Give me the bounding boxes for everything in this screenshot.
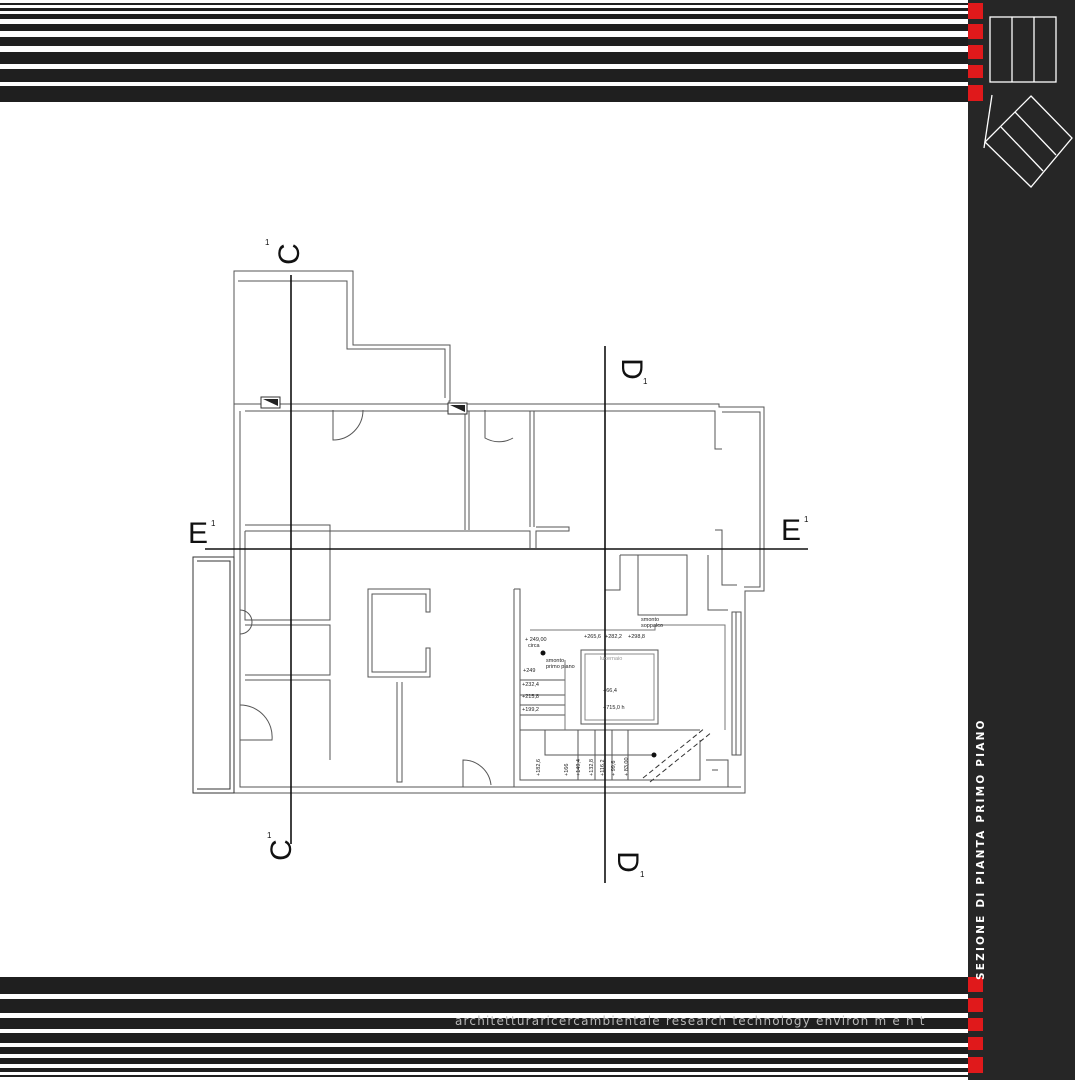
door-swing bbox=[332, 409, 364, 441]
ramp bbox=[642, 727, 713, 783]
red-marker bbox=[968, 65, 983, 78]
section-sup: 1 bbox=[643, 377, 648, 386]
section-label-d-top: D bbox=[615, 358, 648, 380]
section-label-d-bottom: D bbox=[611, 851, 644, 873]
door-swing bbox=[462, 759, 492, 787]
wall-outline bbox=[464, 411, 470, 530]
window bbox=[731, 611, 742, 756]
red-marker bbox=[968, 1018, 983, 1031]
studio-tagline: architetturaricercambientale research te… bbox=[455, 1014, 926, 1028]
wall-outline bbox=[233, 403, 765, 794]
title-block-sidebar bbox=[968, 0, 1075, 1080]
wall-outline bbox=[722, 411, 761, 588]
wall-outline bbox=[330, 526, 570, 548]
wall-outline bbox=[367, 588, 431, 678]
drawing-title: SEZIONE DI PIANTA PRIMO PIANO bbox=[975, 718, 987, 980]
level-note: +298,8 bbox=[628, 634, 645, 640]
door-swing bbox=[484, 410, 514, 443]
level-note: +116,2 bbox=[600, 759, 606, 776]
stair-steps bbox=[520, 729, 700, 780]
section-sup: 1 bbox=[211, 519, 216, 528]
wall-outline bbox=[233, 270, 451, 405]
red-marker bbox=[968, 3, 983, 19]
level-note: smonto bbox=[641, 617, 659, 623]
level-note: smonto bbox=[546, 658, 564, 664]
level-note: + 83,00 bbox=[624, 757, 630, 776]
section-lines bbox=[205, 275, 808, 883]
door-swing bbox=[239, 609, 253, 635]
structural-pillar bbox=[260, 396, 468, 415]
level-note: +199,2 bbox=[522, 707, 539, 713]
level-note: + 99,6 bbox=[611, 761, 617, 776]
red-marker bbox=[968, 24, 983, 39]
wall-outline bbox=[529, 411, 535, 527]
level-note: +132,8 bbox=[589, 759, 595, 776]
wall-outline bbox=[396, 682, 403, 783]
wall-outline bbox=[245, 410, 722, 450]
level-note: + 249,00 bbox=[525, 637, 547, 643]
section-label-e-left: E bbox=[188, 517, 208, 550]
wall-outline bbox=[513, 588, 701, 787]
wall-outline bbox=[715, 529, 737, 586]
level-note: +66,4 bbox=[603, 688, 617, 694]
red-marker bbox=[968, 85, 983, 101]
stair-steps bbox=[530, 624, 726, 730]
door-swing bbox=[239, 704, 273, 741]
red-marker bbox=[968, 977, 983, 992]
section-sup: 1 bbox=[640, 870, 645, 879]
wall-outline bbox=[244, 531, 331, 760]
level-note: soppalco bbox=[641, 623, 663, 629]
section-sup: 1 bbox=[267, 831, 272, 840]
wall-outline bbox=[245, 524, 331, 532]
level-note: +249 bbox=[523, 668, 535, 674]
level-note: +215,8 bbox=[522, 694, 539, 700]
wall-outline bbox=[706, 759, 729, 787]
level-note: lucernaio bbox=[600, 656, 622, 662]
section-sup: 1 bbox=[804, 515, 809, 524]
level-note: +182,6 bbox=[536, 759, 542, 776]
level-note: circa bbox=[528, 643, 541, 649]
level-note: +282,2 bbox=[605, 634, 622, 640]
level-note: +166 bbox=[564, 764, 570, 776]
wall-outline bbox=[707, 555, 728, 611]
three-bars-square-icon bbox=[983, 16, 1073, 188]
level-note: +232,4 bbox=[522, 682, 539, 688]
top-stripe-band bbox=[0, 0, 968, 102]
level-note: +265,6 bbox=[584, 634, 601, 640]
level-annotations: + 249,00 circa smonto primo piano smonto… bbox=[522, 617, 663, 776]
floor-plan-drawing: C 1 C 1 D 1 D 1 E 1 E 1 + 249,00 circa s… bbox=[188, 238, 809, 883]
section-label-c-top: C bbox=[273, 243, 306, 265]
balcony bbox=[192, 556, 235, 794]
red-marker bbox=[968, 1057, 983, 1073]
red-marker bbox=[968, 45, 983, 59]
section-sup: 1 bbox=[265, 238, 270, 247]
red-marker bbox=[968, 998, 983, 1012]
section-label-c-bottom: C bbox=[265, 839, 298, 861]
stair-skylight bbox=[580, 649, 659, 725]
wall-outline bbox=[238, 280, 446, 398]
bottom-stripe-band bbox=[0, 977, 968, 1080]
section-label-e-right: E bbox=[781, 514, 801, 547]
level-note: +715,0 h bbox=[603, 705, 625, 711]
level-note: primo piano bbox=[546, 664, 575, 670]
wall-outline bbox=[605, 554, 688, 616]
level-note: +149,4 bbox=[576, 759, 582, 776]
wall-outline bbox=[239, 411, 741, 788]
red-marker bbox=[968, 1037, 983, 1050]
